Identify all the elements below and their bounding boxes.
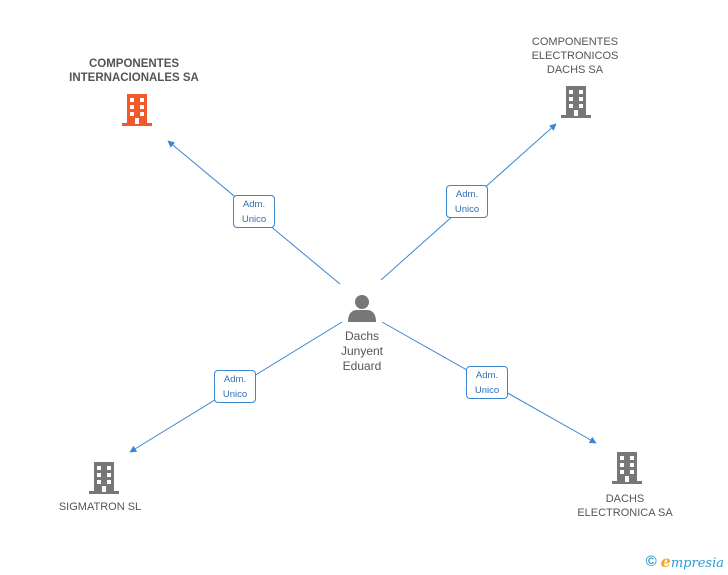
company-label-ced[interactable]: COMPONENTES ELECTRONICOS DACHS SA <box>531 36 619 76</box>
role-badge-ci: Adm. Unico <box>233 195 275 228</box>
building-icon <box>561 86 591 118</box>
building-icon <box>122 94 152 126</box>
brand-logo: empresia <box>660 552 724 571</box>
company-label-sig[interactable]: SIGMATRON SL <box>58 501 142 513</box>
footer-brand: © empresia <box>646 552 724 571</box>
building-icon <box>89 462 119 494</box>
building-icon <box>612 452 642 484</box>
company-label-de[interactable]: DACHS ELECTRONICA SA <box>577 493 673 519</box>
role-badge-de: Adm. Unico <box>466 366 508 399</box>
company-label-ci[interactable]: COMPONENTES INTERNACIONALES SA <box>69 58 199 84</box>
person-label[interactable]: Dachs Junyent Eduard <box>340 329 384 373</box>
copyright-icon: © <box>645 553 657 570</box>
person-icon <box>348 295 376 322</box>
role-badge-ced: Adm. Unico <box>446 185 488 218</box>
role-badge-sig: Adm. Unico <box>214 370 256 403</box>
